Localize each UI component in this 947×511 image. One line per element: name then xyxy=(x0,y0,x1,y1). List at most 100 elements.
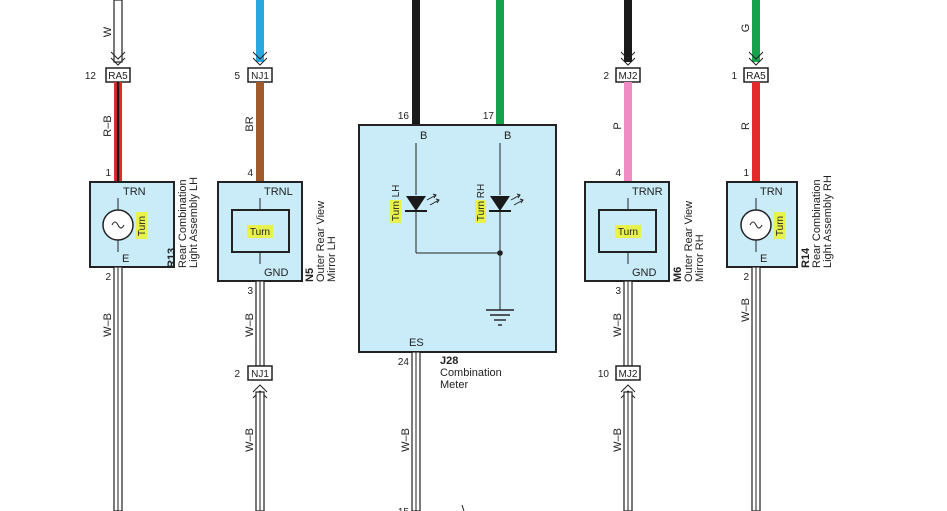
connector-name: NJ1 xyxy=(251,71,269,82)
pin-number: 4 xyxy=(615,168,621,179)
column-n5: NJ1 5 BR 4 TRNL Turn GND N5 Outer Rear V… xyxy=(217,0,338,511)
connector-pin: 1 xyxy=(731,71,737,82)
wire-label-r: R xyxy=(740,122,752,130)
connector-name: RA5 xyxy=(746,71,766,82)
connector-pin: 12 xyxy=(85,71,97,82)
wire-label-w-b: W–B xyxy=(612,428,624,452)
component-id: R13 xyxy=(166,248,178,268)
wire-black xyxy=(624,0,632,62)
component-id: R14 xyxy=(800,247,812,268)
component-name-line1: Rear Combination xyxy=(177,179,189,268)
pin-number: 24 xyxy=(398,357,410,368)
wire-label-w-b: W–B xyxy=(400,428,412,452)
connector-pin: 5 xyxy=(234,71,240,82)
connector-nj1-bottom xyxy=(247,365,273,381)
component-name-line1: Rear Combination xyxy=(811,179,823,268)
pin-number: 1 xyxy=(743,168,749,179)
connector-name: MJ2 xyxy=(619,71,638,82)
component-id: N5 xyxy=(304,268,316,282)
pin-number: 17 xyxy=(483,111,495,122)
pin-number-partial: 15 xyxy=(398,507,410,511)
terminal-label: E xyxy=(760,253,767,265)
wire-w-b-lower xyxy=(623,391,633,511)
connector-name: RA5 xyxy=(108,71,128,82)
bulb-label: Turn xyxy=(775,216,786,236)
component-id: J28 xyxy=(440,355,458,367)
terminal-label: TRN xyxy=(760,186,783,198)
wire-w-top-left xyxy=(113,0,123,63)
wire-label-p: P xyxy=(612,122,624,129)
led-lh-label-a: Turn xyxy=(391,201,402,221)
component-name-line2: Light Assembly LH xyxy=(188,177,200,268)
ground-icon xyxy=(486,309,514,326)
column-r14: G RA5 1 R 1 TRN Turn E R14 Rear Combinat… xyxy=(726,0,834,511)
connector-pin: 10 xyxy=(598,369,610,380)
terminal-label: E xyxy=(122,253,129,265)
wire-w-b-lower xyxy=(255,391,265,511)
pin-number: 2 xyxy=(105,272,111,283)
connector-name: MJ2 xyxy=(619,369,638,380)
component-name-line2: Mirror RH xyxy=(694,234,706,282)
pin-number: 3 xyxy=(247,286,253,297)
terminal-label: GND xyxy=(632,267,657,279)
inner-label: Turn xyxy=(618,227,638,238)
connector-pin: 2 xyxy=(234,369,240,380)
connector-chevron xyxy=(110,51,126,66)
pin-number: 2 xyxy=(743,272,749,283)
component-name-line2: Meter xyxy=(440,379,468,391)
wire-pink xyxy=(624,82,632,182)
wire-black xyxy=(412,0,420,125)
component-id: M6 xyxy=(672,267,684,282)
led-rh-icon xyxy=(490,196,510,211)
wire-r-b xyxy=(114,82,122,182)
led-lh-icon xyxy=(406,196,426,211)
wire-red xyxy=(752,82,760,182)
wire-w-b xyxy=(411,351,421,511)
column-m6: MJ2 2 P 4 TRNR Turn GND M6 Outer Rear Vi… xyxy=(584,0,706,511)
wire-w-b xyxy=(113,266,123,511)
component-j28-box xyxy=(358,124,557,353)
component-name-line2: Mirror LH xyxy=(326,236,338,282)
wire-green xyxy=(752,0,760,62)
wire-w-b xyxy=(751,266,761,511)
wire-w-b xyxy=(255,280,265,367)
pin-number: 16 xyxy=(398,111,410,122)
wire-brown xyxy=(256,82,264,182)
inner-label: Turn xyxy=(250,227,270,238)
bulb-label: Turn xyxy=(137,216,148,236)
connector-pin: 2 xyxy=(603,71,609,82)
component-name-line1: Outer Rear View xyxy=(683,201,695,282)
connector-mj2-bottom xyxy=(615,365,641,381)
column-r13: W RA5 12 R–B 1 TRN Turn E R13 Rear Combi… xyxy=(85,0,200,511)
wire-label-w-b: W–B xyxy=(244,313,256,337)
terminal-label: TRNL xyxy=(264,186,293,198)
wire-green xyxy=(496,0,504,125)
wire-w-b xyxy=(623,280,633,367)
terminal-label: ES xyxy=(409,337,424,349)
component-name-line2: Light Assembly RH xyxy=(822,175,834,268)
wire-label-br: BR xyxy=(244,116,256,131)
led-lh-label-b: LH xyxy=(391,185,402,198)
pin-number: 3 xyxy=(615,286,621,297)
pin-number: 1 xyxy=(105,168,111,179)
terminal-label: TRNR xyxy=(632,186,663,198)
column-j28: 16 17 B B Turn LH Turn RH xyxy=(358,0,557,511)
wire-blue xyxy=(256,0,264,62)
component-name-line1: Combination xyxy=(440,367,502,379)
wire-label-w-b: W–B xyxy=(244,428,256,452)
terminal-label: GND xyxy=(264,267,289,279)
wire-label-g: G xyxy=(740,24,752,33)
wire-label-w-b: W–B xyxy=(102,313,114,337)
terminal-label: B xyxy=(504,130,511,142)
wire-label-w: W xyxy=(102,26,114,37)
wire-label-r-b: R–B xyxy=(102,115,114,136)
led-rh-label-a: Turn xyxy=(476,201,487,221)
terminal-label: TRN xyxy=(123,186,146,198)
component-name-line1: Outer Rear View xyxy=(315,201,327,282)
pin-number: 4 xyxy=(247,168,253,179)
wire-label-w-b: W–B xyxy=(740,298,752,322)
terminal-label: B xyxy=(420,130,427,142)
connector-name: NJ1 xyxy=(251,369,269,380)
wire-label-w-b: W–B xyxy=(612,313,624,337)
